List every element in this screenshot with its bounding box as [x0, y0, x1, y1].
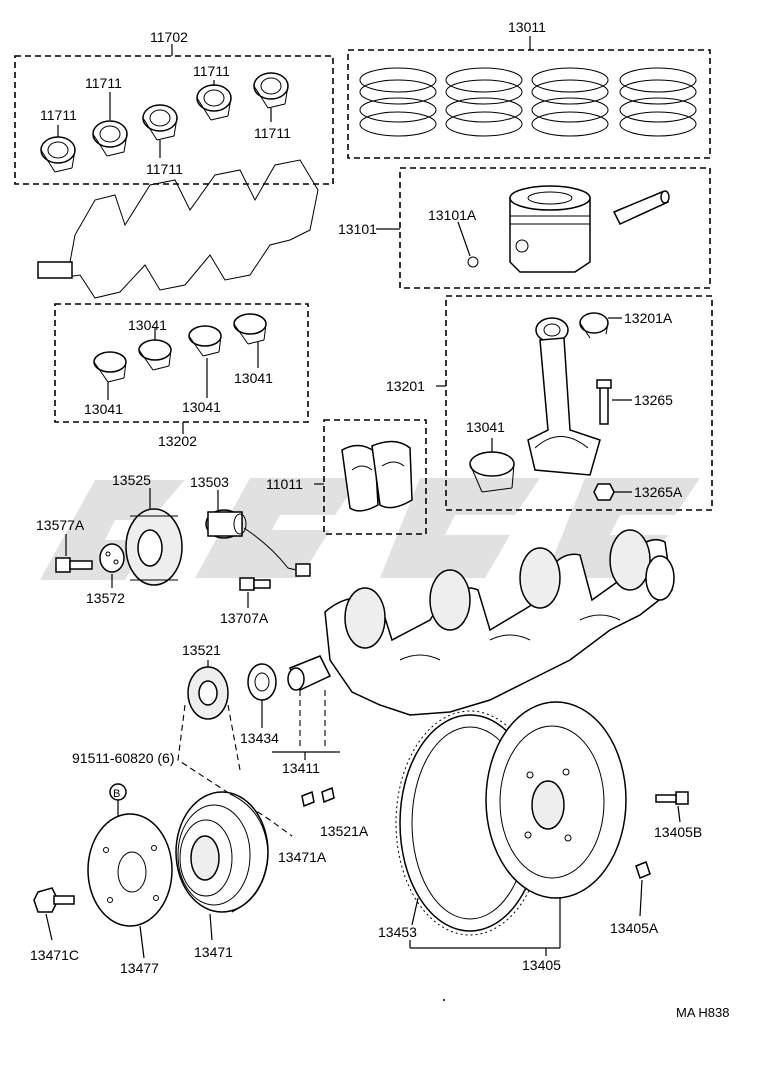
label-13525: 13525 [112, 472, 151, 488]
label-11711-e: 11711 [254, 125, 291, 141]
label-13041-c: 13041 [182, 399, 221, 415]
label-13405: 13405 [522, 957, 561, 973]
ring-set-4 [619, 67, 697, 137]
connecting-rod [527, 317, 601, 476]
label-11711-d: 11711 [193, 63, 230, 79]
crankshaft-gear-13521 [187, 660, 229, 720]
pin-13405A [635, 861, 651, 917]
label-13202: 13202 [158, 433, 197, 449]
rod-bolt [596, 379, 612, 425]
pulley-13471 [175, 791, 269, 941]
washer-13572 [99, 543, 125, 588]
key-bracket [272, 690, 340, 808]
ring-set-2 [445, 67, 523, 137]
label-13471: 13471 [194, 944, 233, 960]
bolt-13707A [239, 577, 271, 608]
label-13041-d: 13041 [234, 370, 273, 386]
label-13453: 13453 [378, 924, 417, 940]
label-13434: 13434 [240, 730, 279, 746]
piston-ring-set [347, 36, 711, 159]
label-11711-b: 11711 [85, 75, 122, 91]
bearing-11711-c [142, 104, 178, 141]
small-end-bushing [579, 312, 609, 339]
piston [509, 185, 591, 273]
label-13265: 13265 [634, 392, 673, 408]
label-13471C: 13471C [30, 947, 79, 963]
crankshaft [287, 529, 675, 716]
label-13201: 13201 [386, 378, 425, 394]
label-13577A: 13577A [36, 517, 85, 533]
bearing-13041-c [188, 325, 222, 357]
label-13405A: 13405A [610, 920, 659, 936]
label-13707A: 13707A [220, 610, 269, 626]
label-13521: 13521 [182, 642, 221, 658]
crankshaft-timing-gear [125, 488, 183, 586]
label-13265A: 13265A [634, 484, 683, 500]
crankshaft-bearing-set [14, 44, 334, 185]
label-11702: 11702 [150, 29, 188, 45]
rod-nut [593, 483, 615, 501]
label-13477: 13477 [120, 960, 159, 976]
flywheel-13405 [485, 701, 627, 899]
connecting-rod-bearing-set [54, 303, 309, 434]
ring-set-3 [531, 67, 609, 137]
bearing-13041-b [138, 339, 172, 371]
piston-assembly [376, 167, 711, 289]
label-91511: 91511-60820 (6) [72, 750, 174, 766]
connecting-rod-assembly [436, 295, 713, 511]
snap-ring [467, 256, 479, 268]
label-13521A: 13521A [320, 823, 369, 839]
label-13101A: 13101A [428, 207, 477, 223]
spacer-13434 [247, 663, 277, 728]
crank-position-sensor [205, 490, 311, 577]
bolt-13471C [33, 887, 75, 941]
bolt-13577A [55, 534, 93, 573]
bolt-13405B [655, 791, 689, 823]
bearing-11711-b [92, 120, 128, 157]
label-13041-a: 13041 [128, 317, 167, 333]
label-13041-b: 13041 [84, 401, 123, 417]
bearing-11711-e [253, 72, 289, 109]
bearing-13041-d [233, 313, 267, 345]
watermark [40, 478, 700, 580]
pulley-plate-13477 [87, 813, 173, 959]
label-13101: 13101 [338, 221, 377, 237]
thrust-washer-set [314, 419, 427, 535]
assembly-guide-lines [177, 704, 293, 837]
ghost-crankshaft-sketch [37, 159, 319, 299]
diagram-code: MA H838 [676, 1005, 729, 1020]
label-13405B: 13405B [654, 824, 702, 840]
flywheel-bracket [409, 898, 561, 956]
label-11011: 11011 [266, 476, 303, 492]
label-13201A: 13201A [624, 310, 673, 326]
piston-pin [612, 190, 670, 225]
label-13011: 13011 [508, 19, 546, 35]
ring-set-1 [359, 67, 437, 137]
label-13041-e: 13041 [466, 419, 505, 435]
pulley-bolt-marker: B [109, 783, 127, 818]
bearing-11711-d [196, 84, 232, 121]
label-11711-c: 11711 [146, 161, 183, 177]
bearing-13041-a [93, 351, 127, 383]
label-11711-a: 11711 [40, 107, 77, 123]
bolt-marker-letter: B [113, 788, 120, 800]
label-13411: 13411 [282, 760, 320, 776]
label-13503: 13503 [190, 474, 229, 490]
label-13572: 13572 [86, 590, 125, 606]
label-13471A: 13471A [278, 849, 327, 865]
bearing-11711-a [40, 136, 76, 173]
